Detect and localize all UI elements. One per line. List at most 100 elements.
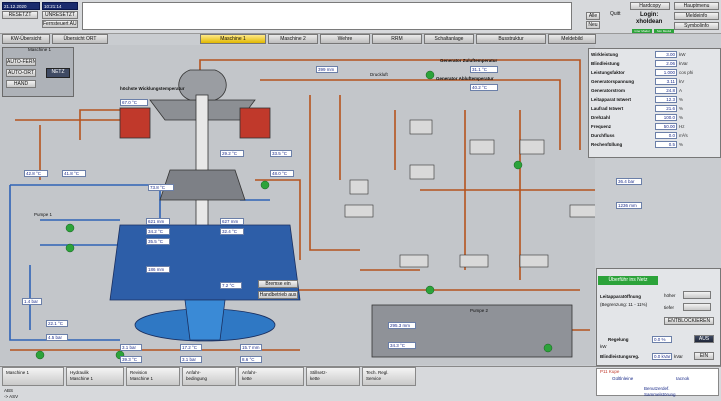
measurement-unit: kV [679, 79, 685, 84]
hand-button[interactable]: HAND [6, 80, 36, 88]
aus-button[interactable]: AUS [694, 335, 714, 343]
auto-fern-button[interactable]: AUTO-FERN [6, 58, 36, 66]
footer-button-stillsetzkette[interactable]: Stillsetz- kette [306, 367, 360, 386]
tab-schaltanlage[interactable]: Schaltanlage [424, 34, 474, 44]
higher-label: höher [664, 293, 676, 298]
tab-maschine-1[interactable]: Maschine 1 [200, 34, 266, 44]
measurement-label: Generatorspannung [591, 79, 635, 84]
measurement-unit: cos phi [679, 70, 694, 75]
brake-on-button[interactable]: Bremse ein [258, 280, 298, 288]
reading-12: 22.1 °C [46, 320, 68, 327]
alarm-list-area[interactable] [82, 2, 572, 30]
footer-button-maschine1[interactable]: Maschine 1 [2, 367, 64, 386]
reading-4: 627 mm [220, 218, 244, 225]
lower-button[interactable] [683, 303, 711, 311]
measurement-label: Leitapparat Istwert [591, 97, 632, 102]
blind-label: Blindleistungsreg. [600, 354, 640, 359]
alarm-all-button[interactable]: Alle [586, 12, 600, 20]
measurement-row: Leitapparat Istwert 12.3% [589, 96, 721, 104]
hydraulic-label: Druckluft [370, 72, 388, 77]
measurement-value: 100.0 [655, 114, 677, 121]
hardcopy-button[interactable]: Hardcopy [630, 2, 670, 10]
tab-uebersicht-ort[interactable]: Übersicht ORT [52, 34, 108, 44]
tab-kw-uebersicht[interactable]: KW-Übersicht [2, 34, 50, 44]
status-chip-inter: Inter Modul [632, 29, 652, 33]
reading-5: 32.4 °C [220, 228, 244, 235]
auto-ort-button[interactable]: AUTO-ORT [6, 69, 36, 77]
measurement-unit: A [679, 88, 683, 93]
footer-button-service[interactable]: Tech. Regl. Service [362, 367, 416, 386]
footer-status-line-0: Benutzerdef. [644, 386, 670, 391]
measurement-value: 3.00 [655, 51, 677, 58]
footer-button-anfahrbedingung[interactable]: Anfahr- bedingung [182, 367, 236, 386]
tab-rrm[interactable]: RRM [372, 34, 422, 44]
footer-alarm-area[interactable] [596, 368, 719, 396]
netz-button[interactable]: NETZ [46, 68, 70, 78]
reading-0: 73.8 °C [148, 184, 174, 191]
reset-button[interactable]: RESETZT [2, 11, 38, 19]
oil-value-0: 295.3 mm [388, 322, 416, 329]
tab-busstruktur[interactable]: Busstruktur [476, 34, 546, 44]
manual-off-button[interactable]: Handbetrieb aus [258, 291, 298, 299]
status-chip-sim: Sim Modul [654, 29, 674, 33]
measurement-value: 2.06 [655, 60, 677, 67]
reading-18: 8.6 °C [240, 356, 262, 363]
reading-6: 186 mm [146, 266, 170, 273]
reading-13: 1.4 bar [22, 298, 42, 305]
reading-16: 17.2 °C [180, 344, 202, 351]
measurement-value: 50.00 [655, 123, 677, 130]
footer-button-anfahrkette[interactable]: Anfahr- kette [238, 367, 304, 386]
tank-pressure: 36.4 bar [616, 178, 642, 185]
reading-7: 7.2 °C [220, 282, 242, 289]
pump1-label: Pumpe 1 [34, 212, 53, 217]
symbolinfo-button[interactable]: Symbolinfo [674, 22, 719, 30]
footer-button-hydraulik[interactable]: Hydraulik Maschine 1 [66, 367, 124, 386]
remote-button[interactable]: Fernsteuert AUS [42, 20, 78, 28]
unreset-button[interactable]: UNRESETZT [42, 11, 78, 19]
lower-label: tiefer [664, 305, 675, 310]
reading-9: 48.0 °C [270, 170, 294, 177]
unlock-button[interactable]: ENTBLOCKIEREN [664, 317, 714, 325]
machine-panel-title: Maschine 1 [28, 47, 52, 52]
oil-pipes [10, 59, 595, 351]
exhaust-air-label: Generator Abluftemperatur [436, 76, 494, 81]
valve-blocks [344, 119, 595, 268]
measurement-label: Wirkleistung [591, 52, 618, 57]
hauptmenu-button[interactable]: Hauptmenu [674, 2, 719, 10]
oil-value-1: 34.3 °C [388, 342, 416, 349]
reading-21: 399 mm [316, 66, 338, 73]
tab-meldebild[interactable]: Meldebild [548, 34, 596, 44]
tab-wehre[interactable]: Wehre [320, 34, 370, 44]
alarm-new-button[interactable]: Neu [586, 21, 600, 29]
winding-temp-value: 67.0 °C [120, 99, 148, 106]
login-user: xholdean [636, 19, 663, 25]
footer-button-revision[interactable]: Revision Maschine 1 [126, 367, 180, 386]
measurement-unit: % [679, 97, 684, 102]
status-banner: Überführ ins Netz [598, 276, 658, 285]
reading-15: 3.1 bar [120, 344, 142, 351]
green-indicators [35, 70, 553, 360]
date-display: 21.12.2020 [2, 2, 40, 10]
higher-button[interactable] [683, 291, 711, 299]
regulation-unit: kW [600, 344, 607, 349]
meldeinfo-button[interactable]: Meldeinfo [674, 12, 719, 20]
ein-button[interactable]: EIN [694, 352, 714, 360]
measurement-unit: Hz [679, 124, 685, 129]
reading-8: 29.2 °C [220, 150, 244, 157]
footer-alarm-line-0: P11 Kupe [600, 369, 620, 374]
quit-label[interactable]: Quitt [610, 11, 621, 17]
measurement-value: 12.3 [655, 96, 677, 103]
footer-alarm-line-1: Gültlnleine [612, 376, 634, 381]
tab-maschine-2[interactable]: Maschine 2 [268, 34, 318, 44]
blind-unit: kVar [674, 354, 683, 359]
regulation-label: Regelung [608, 337, 629, 342]
measurement-label: Blindleistung [591, 61, 620, 66]
measurement-unit: % [679, 115, 684, 120]
reading-11: 41.8 °C [62, 170, 86, 177]
